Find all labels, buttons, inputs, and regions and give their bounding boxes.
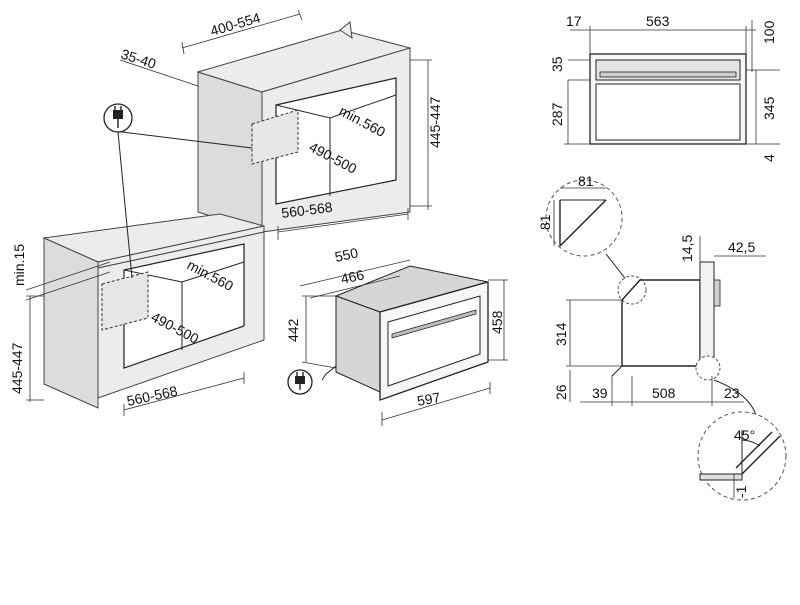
dim-uc-height: 445-447: [9, 342, 25, 394]
side-view-dimensions: 14,5 42,5 314 26 39 508 23: [553, 235, 766, 406]
dim-front-width2: 563: [646, 13, 670, 29]
detail-b: 45° -1: [697, 411, 787, 501]
dim-depth-range: 400-554: [208, 9, 262, 39]
dim-col-width: 560-568: [280, 199, 333, 221]
dim-rear-gap: 35-40: [119, 46, 158, 72]
plug-symbol-top: [103, 103, 253, 279]
appliance-3d: [321, 265, 489, 401]
dim-front-height: 458: [489, 310, 505, 334]
dim-worktop-gap: min.15: [11, 244, 27, 286]
dim-top-height: 100: [761, 20, 777, 44]
dim-detail-a-w: 81: [578, 173, 594, 189]
front-view: [589, 53, 747, 145]
side-view: 81 81: [537, 173, 762, 428]
appliance-3d-dimensions: 550 466 442 458 597: [285, 244, 508, 426]
dim-tolerance: -1: [733, 485, 749, 498]
dim-front-offset: 39: [592, 385, 608, 401]
dim-total-height: 345: [761, 96, 777, 120]
dim-rear-offset: 23: [724, 385, 740, 401]
dim-top-step: 14,5: [679, 235, 695, 262]
dim-door-depth: 42,5: [728, 239, 755, 255]
dim-side-bottom: 26: [553, 384, 569, 400]
dim-body-height: 442: [285, 318, 301, 342]
dim-col-height: 445-447: [427, 96, 443, 148]
dim-front-width: 597: [416, 389, 442, 409]
dim-side-height: 314: [553, 322, 569, 346]
dim-left-offset: 17: [566, 13, 582, 29]
dim-depth-body: 466: [339, 266, 365, 287]
dim-side-depth: 508: [652, 385, 676, 401]
dim-angle: 45°: [734, 427, 755, 443]
dim-uc-width: 560-568: [125, 383, 179, 409]
plug-symbol-bottom: [287, 369, 313, 395]
column-installation: [196, 21, 412, 233]
dim-body-height2: 287: [549, 102, 565, 126]
dim-depth-total: 550: [333, 244, 359, 265]
dim-detail-a-h: 81: [537, 214, 553, 230]
dim-bottom-gap: 4: [761, 154, 777, 162]
front-view-dimensions: 17 563 100 35 287 345 4: [549, 13, 780, 162]
dim-panel-height: 35: [549, 56, 565, 72]
